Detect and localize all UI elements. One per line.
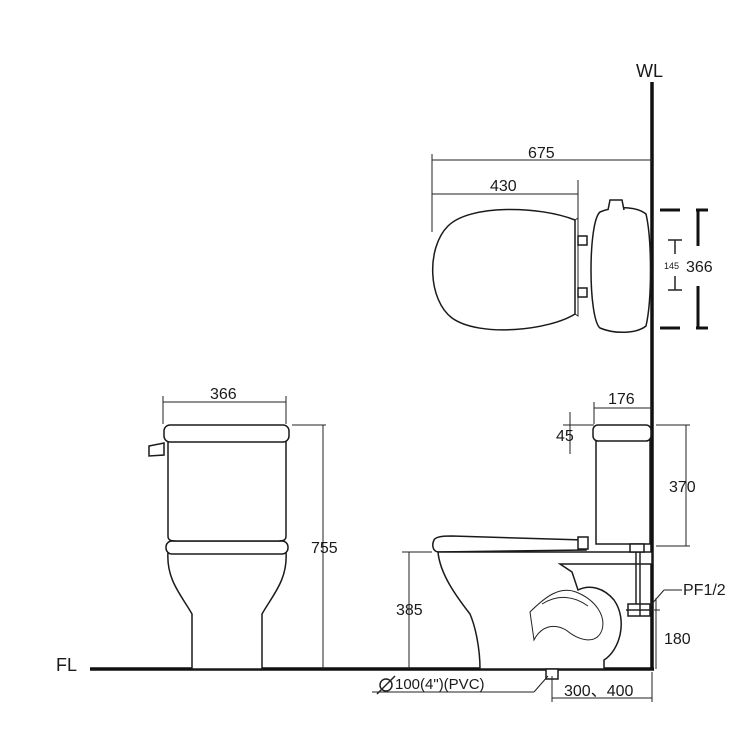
side-supply-callout: PF1/2 (649, 582, 726, 607)
front-tank-lid (163, 424, 290, 443)
plan-overall-depth-label: 675 (528, 145, 555, 162)
side-seat-height-label: 385 (396, 602, 423, 619)
front-flush-lever (148, 442, 165, 457)
plan-bowl-depth-label: 430 (490, 178, 517, 195)
side-view: 176 45 370 (372, 391, 726, 702)
plan-seat-lid (431, 208, 576, 331)
side-supply-valve (626, 603, 652, 617)
side-bowl (437, 551, 653, 670)
plan-hinge-bottom (577, 287, 588, 298)
front-tank (167, 439, 287, 542)
side-tank-depth-label: 176 (608, 391, 635, 408)
plan-flush-button (607, 199, 625, 211)
plan-view: 675 430 366 145 (431, 145, 713, 333)
diameter-symbol-icon (379, 678, 393, 692)
front-pedestal (167, 551, 287, 670)
side-hinge (577, 536, 589, 550)
front-view: 366 755 (148, 386, 338, 670)
plan-hinge-top (577, 235, 588, 246)
plan-tank-width-label: 366 (686, 259, 713, 276)
side-rough-in-label: 300、400 (564, 683, 633, 700)
front-tank-width-label: 366 (210, 386, 237, 403)
side-drain-pipe-label: 100(4")(PVC) (395, 676, 485, 693)
plan-mount-spacing-label: 145 (664, 261, 679, 271)
side-tank (595, 431, 651, 545)
plan-tank (590, 207, 652, 333)
front-total-height-label: 755 (311, 540, 338, 557)
front-seat (165, 540, 289, 555)
side-tank-lid (592, 424, 652, 442)
side-tank-height-label: 370 (669, 479, 696, 496)
plan-tank-width-dim: 366 (660, 208, 713, 330)
wall-line-label: WL (636, 61, 663, 81)
side-drain-callout: 100(4")(PVC) (372, 675, 549, 695)
side-supply-height-label: 180 (664, 631, 691, 648)
side-lid-overhang-label: 45 (556, 428, 574, 445)
side-seat (432, 535, 587, 553)
side-trapway (529, 589, 604, 642)
side-supply-fitting-label: PF1/2 (683, 582, 726, 599)
plan-mount-spacing-dim: 145 (664, 239, 682, 291)
floor-line-label: FL (56, 655, 77, 675)
